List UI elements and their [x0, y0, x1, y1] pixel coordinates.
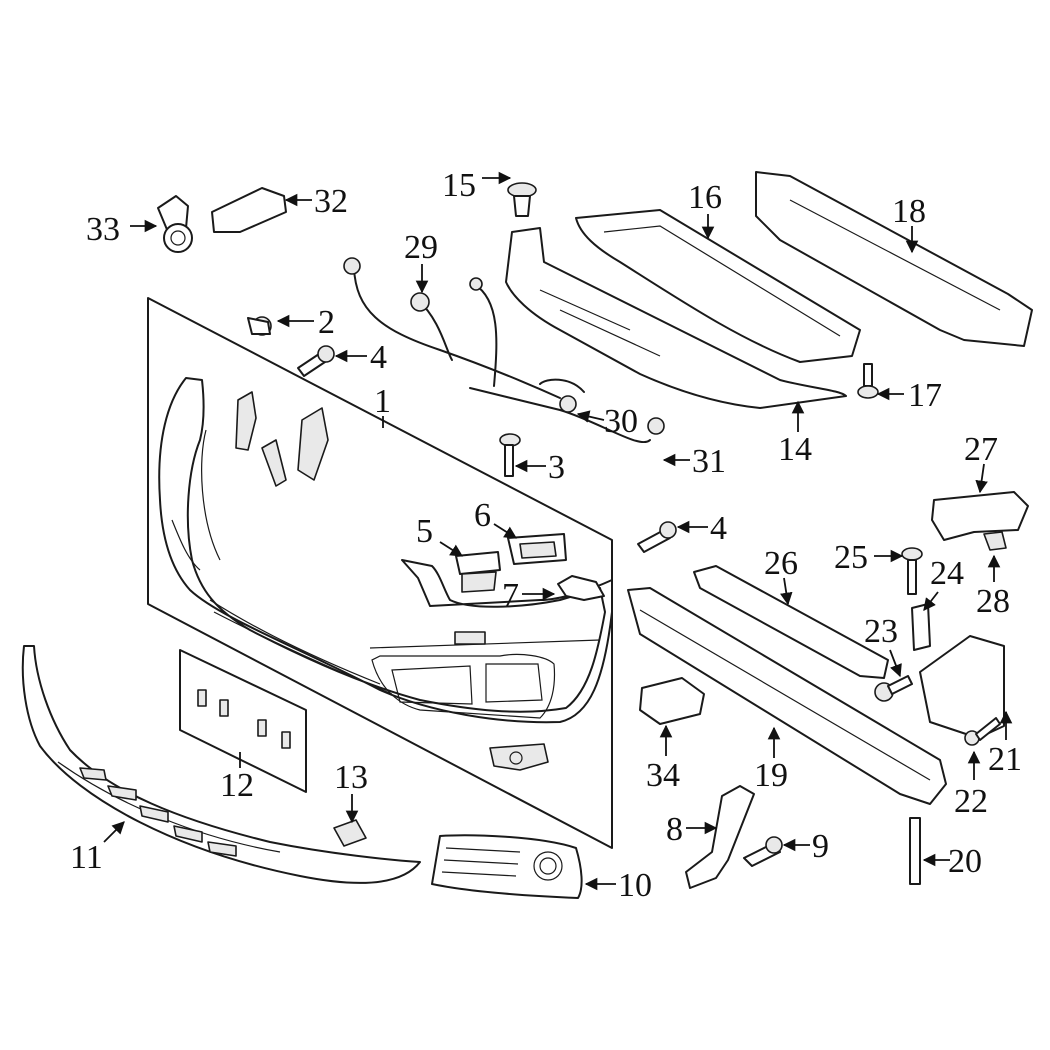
callout-25: 25	[834, 539, 868, 576]
part-bolt-3[interactable]	[499, 433, 521, 477]
callout-26: 26	[764, 545, 798, 582]
part-lower-spoiler[interactable]	[21, 645, 421, 884]
part-bolt-4b[interactable]	[637, 521, 677, 553]
callout-12: 12	[220, 767, 254, 804]
callout-3: 3	[548, 449, 565, 486]
part-clip-15[interactable]	[507, 182, 537, 217]
part-sensor-5[interactable]	[455, 551, 501, 593]
part-module-34[interactable]	[639, 677, 705, 725]
part-bracket-24[interactable]	[911, 603, 931, 651]
part-bolt-17[interactable]	[857, 363, 879, 399]
callout-10: 10	[618, 867, 652, 904]
part-cover-16[interactable]	[575, 209, 861, 363]
part-absorber-18[interactable]	[755, 171, 1033, 347]
part-clip-set-12[interactable]	[179, 649, 307, 793]
callout-16: 16	[688, 179, 722, 216]
part-bolt-9[interactable]	[743, 836, 783, 867]
part-bracket-21[interactable]	[919, 635, 1005, 739]
callout-9: 9	[812, 828, 829, 865]
callout-14: 14	[778, 431, 812, 468]
callout-24: 24	[930, 555, 964, 592]
callout-17: 17	[908, 377, 942, 414]
callout-28: 28	[976, 583, 1010, 620]
part-holder-33[interactable]	[157, 195, 193, 253]
callout-15: 15	[442, 167, 476, 204]
part-clip-13[interactable]	[333, 819, 367, 847]
part-bolt-20[interactable]	[909, 817, 921, 885]
callout-18: 18	[892, 193, 926, 230]
leader-lines	[103, 171, 1013, 891]
callout-33: 33	[86, 211, 120, 248]
callout-30: 30	[604, 403, 638, 440]
part-bracket-7[interactable]	[557, 575, 605, 601]
callout-29: 29	[404, 229, 438, 266]
callout-21: 21	[988, 741, 1022, 778]
callout-27: 27	[964, 431, 998, 468]
part-bolt-4a[interactable]	[297, 345, 335, 377]
part-clip-28[interactable]	[983, 531, 1007, 551]
callout-32: 32	[314, 183, 348, 220]
callout-4a: 4	[370, 339, 387, 376]
part-bolt-22[interactable]	[964, 717, 1001, 746]
part-fog-grille-10[interactable]	[431, 834, 583, 899]
callout-6: 6	[474, 497, 491, 534]
callout-22: 22	[954, 783, 988, 820]
part-bumper-cover[interactable]	[147, 297, 613, 849]
callout-5: 5	[416, 513, 433, 550]
part-sensor-6[interactable]	[507, 533, 567, 565]
part-bracket-8[interactable]	[685, 785, 755, 889]
callout-13: 13	[334, 759, 368, 796]
part-bolt-25[interactable]	[901, 547, 923, 595]
callout-31: 31	[692, 443, 726, 480]
callout-7: 7	[502, 577, 519, 614]
callout-4b: 4	[710, 510, 727, 547]
callout-1: 1	[374, 383, 391, 420]
part-reinforcement-19[interactable]	[627, 587, 947, 805]
part-strip-26[interactable]	[693, 565, 889, 679]
callout-11: 11	[70, 839, 103, 876]
callout-19: 19	[754, 757, 788, 794]
part-wiring-harness[interactable]	[343, 257, 665, 444]
callout-20: 20	[948, 843, 982, 880]
callout-labels: 1 2 3 4 4 5 6 7 8 9 10 11 12 13 14 15 16…	[70, 167, 1022, 904]
callout-23: 23	[864, 613, 898, 650]
part-clip-2[interactable]	[247, 316, 272, 336]
callout-8: 8	[666, 811, 683, 848]
part-sensor-32[interactable]	[211, 187, 287, 233]
part-bolt-23[interactable]	[874, 675, 913, 702]
callout-34: 34	[646, 757, 680, 794]
part-bracket-27[interactable]	[931, 491, 1029, 541]
callout-2: 2	[318, 304, 335, 341]
